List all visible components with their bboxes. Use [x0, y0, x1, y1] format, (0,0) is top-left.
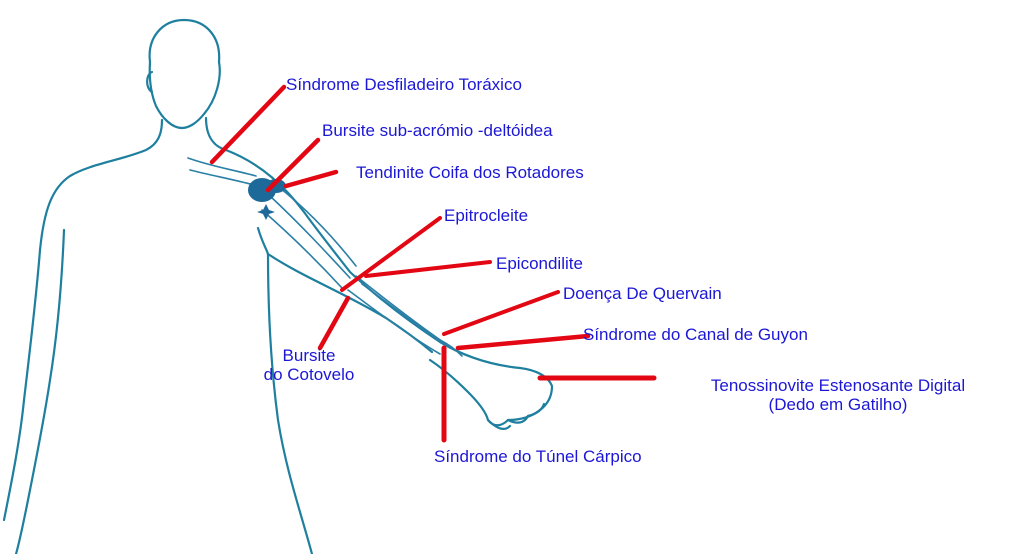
- shoulder-star: [257, 204, 275, 220]
- forearm-tendon: [362, 284, 450, 348]
- pointer-toracico: [212, 87, 284, 162]
- finger-3: [528, 404, 544, 416]
- label-tendinite-coifa-rotadores: Tendinite Coifa dos Rotadores: [356, 163, 584, 182]
- clavicle-lower: [190, 170, 258, 186]
- label-tenossinovite-line1: Tenossinovite Estenosante Digital: [662, 376, 1014, 395]
- label-bursite-sub-acromio-deltoidea: Bursite sub-acrómio -deltóidea: [322, 121, 553, 140]
- label-epitrocleite: Epitrocleite: [444, 206, 528, 225]
- pointer-epitrocleite: [342, 218, 440, 290]
- label-sindrome-tunel-carpico: Síndrome do Túnel Cárpico: [434, 447, 642, 466]
- arm-anatomy-detail: [188, 158, 462, 356]
- shoulder-joint-shading: [248, 178, 286, 220]
- label-bursite-do-cotovelo: Bursite do Cotovelo: [256, 346, 362, 384]
- head-outline: [150, 20, 220, 128]
- pointer-bursite-cotovelo: [320, 298, 348, 348]
- label-tenossinovite-line2: (Dedo em Gatilho): [662, 395, 1014, 414]
- biceps-line: [280, 188, 356, 266]
- ulna: [348, 290, 440, 354]
- humerus-upper: [270, 196, 350, 278]
- pointer-quervain: [444, 292, 558, 334]
- humerus-lower: [262, 210, 342, 288]
- left-torso-outline: [4, 120, 162, 520]
- pointer-epicondilite: [366, 262, 490, 276]
- body-outline: [4, 20, 552, 554]
- clavicle: [188, 158, 256, 176]
- label-sindrome-desfiladeiro-toracico: Síndrome Desfiladeiro Toráxico: [286, 75, 522, 94]
- label-epicondilite: Epicondilite: [496, 254, 583, 273]
- left-arm-inner: [16, 230, 64, 554]
- pointer-coifa: [286, 172, 336, 186]
- label-sindrome-canal-guyon: Síndrome do Canal de Guyon: [583, 325, 808, 344]
- right-torso-outline: [268, 254, 312, 554]
- label-bursite-line2: do Cotovelo: [256, 365, 362, 384]
- radius: [356, 276, 446, 344]
- arm-inner: [268, 254, 432, 352]
- right-neck-outline: [206, 118, 226, 150]
- label-doenca-de-quervain: Doença De Quervain: [563, 284, 722, 303]
- pointer-guyon: [458, 336, 588, 348]
- label-tenossinovite-dedo-gatilho: Tenossinovite Estenosante Digital (Dedo …: [662, 376, 1014, 414]
- armpit-outline: [258, 228, 268, 254]
- label-bursite-line1: Bursite: [256, 346, 362, 365]
